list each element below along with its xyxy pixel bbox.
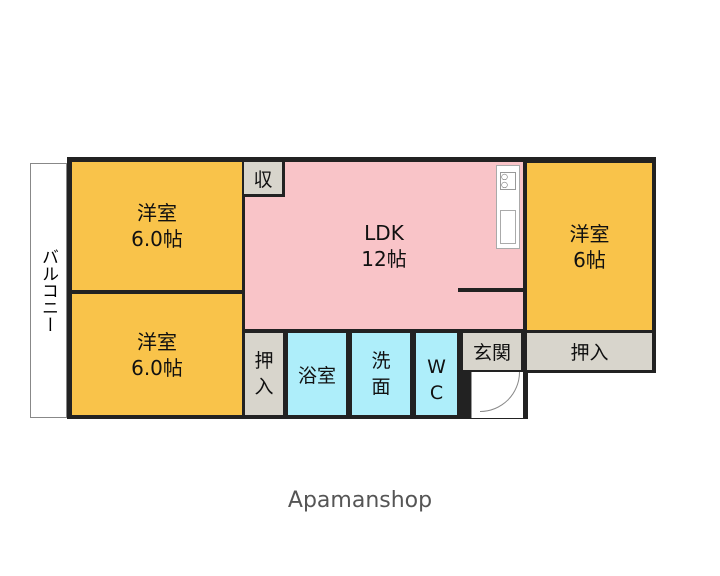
room-size: 12帖	[361, 246, 407, 271]
partition-wall	[458, 288, 524, 292]
room-name: LDK	[364, 220, 404, 245]
entrance-porch	[471, 372, 523, 418]
room-size: 6帖	[573, 247, 606, 272]
bath-label: 浴室	[297, 364, 336, 387]
closet-left: 押入	[245, 333, 283, 415]
washroom-label-1: 洗	[371, 350, 391, 372]
balcony-label: バルコニー	[38, 248, 58, 333]
bathroom: 浴室	[288, 333, 346, 415]
balcony: バルコニー	[30, 163, 67, 418]
washroom: 洗面	[352, 333, 410, 415]
entrance-label: 玄関	[472, 342, 511, 364]
sink-icon	[500, 210, 516, 244]
closet-label-1: 押	[254, 350, 274, 372]
wc-label-2: C	[429, 382, 444, 404]
entrance: 玄関	[463, 333, 521, 370]
storage-small: 収	[244, 162, 285, 197]
storage-label: 収	[253, 168, 273, 191]
closet-right-label: 押入	[570, 342, 609, 364]
closet-label-2: 入	[254, 376, 274, 398]
brand-logo: Apamanshop	[0, 488, 720, 513]
brand-text: Apamanshop	[287, 488, 433, 513]
wc-label-1: W	[427, 356, 446, 378]
kitchen-counter: ○○	[496, 165, 520, 249]
room-size: 6.0帖	[131, 227, 183, 251]
room-name: 洋室	[569, 221, 610, 246]
washroom-label-2: 面	[371, 376, 391, 398]
closet-right: 押入	[527, 333, 652, 370]
stove-icon: ○○	[500, 172, 516, 190]
room-name: 洋室	[137, 201, 177, 225]
room-size: 6.0帖	[131, 355, 183, 380]
room-name: 洋室	[137, 329, 177, 354]
door-arc	[480, 372, 520, 412]
